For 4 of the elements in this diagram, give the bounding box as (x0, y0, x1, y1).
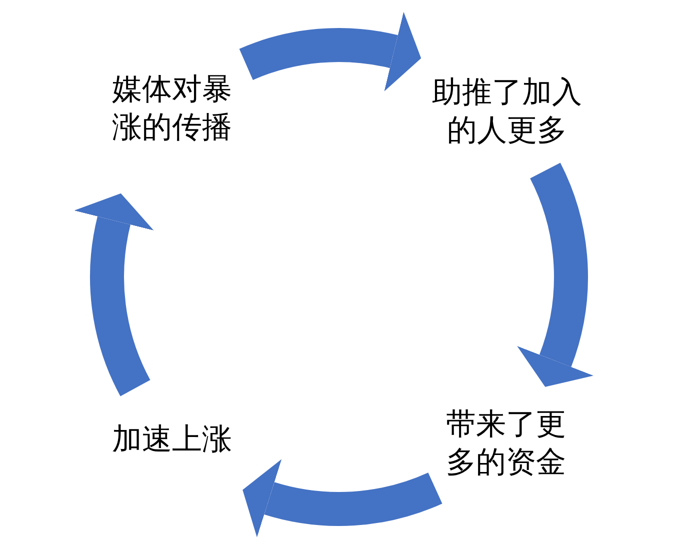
step-text: 带来了更多的资金 (446, 406, 570, 482)
step-text: 助推了加入的人更多 (428, 74, 586, 150)
step-text: 加速上涨 (112, 421, 236, 459)
step-text: 媒体对暴涨的传播 (112, 71, 236, 147)
